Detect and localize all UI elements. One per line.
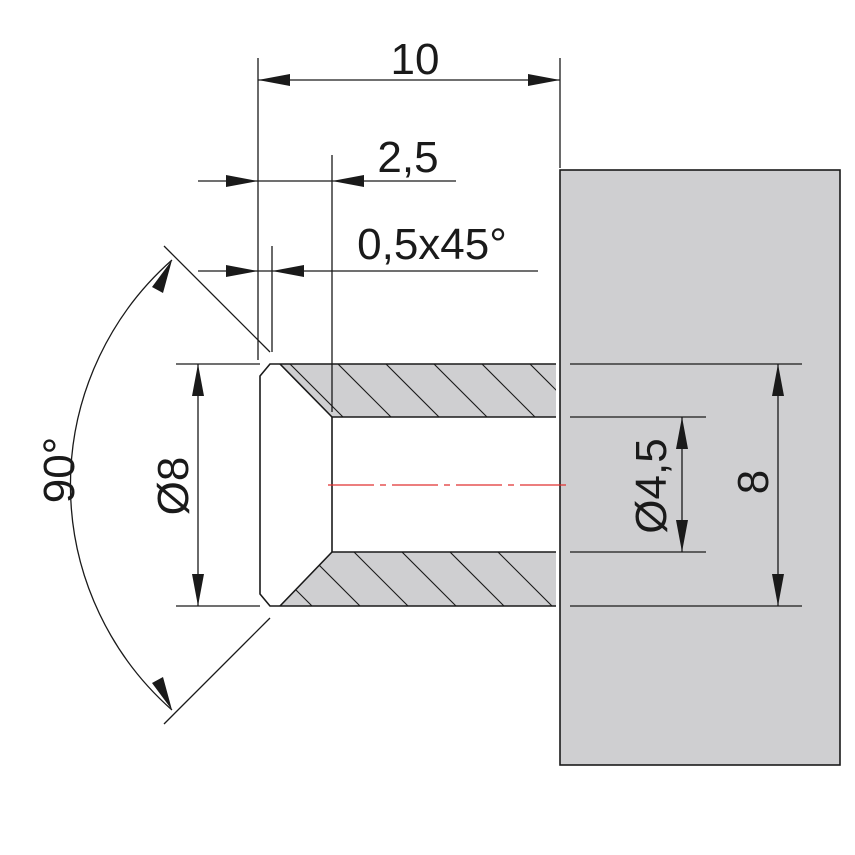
dimension-outer-diameter bbox=[192, 364, 204, 606]
dimension-outer-diameter-label: Ø8 bbox=[149, 457, 198, 516]
dimension-90-deg bbox=[69, 259, 173, 711]
dimension-2-5 bbox=[198, 175, 456, 187]
dimension-block-label: 8 bbox=[729, 470, 778, 494]
dimension-bore-diameter bbox=[676, 417, 688, 552]
dimension-bore-diameter-label: Ø4,5 bbox=[627, 438, 676, 533]
dimension-block bbox=[772, 364, 784, 606]
dimension-10-label: 10 bbox=[391, 35, 440, 84]
sleeve-bottom-section bbox=[280, 552, 556, 606]
block-part bbox=[559, 169, 841, 766]
dimension-90-deg-label: 90° bbox=[35, 437, 84, 504]
dimension-chamfer bbox=[198, 265, 538, 277]
sleeve-outline bbox=[259, 363, 556, 607]
dimension-chamfer-label: 0,5x45° bbox=[357, 220, 507, 269]
extension-lines bbox=[163, 58, 802, 725]
dimension-2-5-label: 2,5 bbox=[377, 133, 438, 182]
dimension-10 bbox=[258, 74, 560, 86]
sleeve-top-section bbox=[280, 364, 556, 417]
